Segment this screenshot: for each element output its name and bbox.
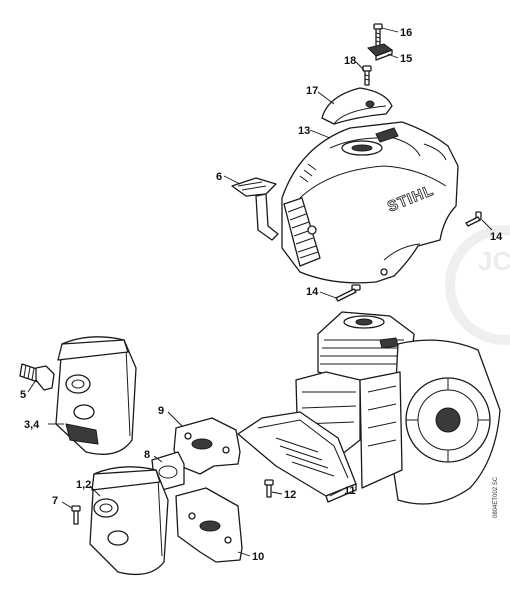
drawing-code: 0804ET002 SC — [493, 476, 499, 518]
watermark-text: JC — [478, 246, 510, 276]
part-16-screw — [373, 23, 383, 47]
engine-assembly — [295, 311, 501, 505]
callout-10: 10 — [252, 551, 264, 563]
part-9-gasket — [173, 417, 241, 475]
callout-1-2: 1,2 — [76, 479, 91, 491]
part-10-shield — [175, 487, 243, 563]
part-11-deflector — [237, 411, 357, 503]
callout-6: 6 — [216, 171, 222, 183]
part-17-cap — [321, 87, 393, 125]
part-5-stud — [19, 363, 55, 391]
callout-16: 16 — [400, 27, 412, 39]
callout-14-lower: 14 — [306, 286, 319, 298]
part-15-clip — [367, 43, 394, 61]
callout-7: 7 — [52, 495, 58, 507]
callout-17: 17 — [306, 85, 318, 97]
callout-11: 11 — [344, 485, 356, 497]
callout-13: 13 — [298, 125, 310, 137]
callout-9: 9 — [158, 405, 164, 417]
part-1-2-muffler-lower — [89, 466, 169, 576]
callout-labels: 16 15 18 17 13 6 14 14 5 3,4 9 8 12 11 1… — [20, 27, 503, 563]
callout-14-right: 14 — [490, 231, 503, 243]
intake-grille — [283, 197, 321, 267]
callout-5: 5 — [20, 389, 26, 401]
part-3-4-muffler-upper — [55, 336, 137, 455]
watermark: JC — [445, 225, 510, 345]
callout-18: 18 — [344, 55, 356, 67]
callout-15: 15 — [400, 53, 412, 65]
leader-lines — [27, 27, 493, 557]
callout-3-4: 3,4 — [24, 419, 40, 431]
part-6-bracket — [231, 177, 279, 241]
part-12-screw — [264, 479, 274, 498]
part-13-shroud: STIHL — [281, 121, 459, 284]
part-14-screw-lower — [335, 284, 361, 302]
callout-8: 8 — [144, 449, 150, 461]
part-14-screw-right — [465, 211, 482, 227]
part-18-screw — [362, 65, 372, 86]
part-7-screw — [71, 505, 81, 525]
callout-12: 12 — [284, 489, 296, 501]
